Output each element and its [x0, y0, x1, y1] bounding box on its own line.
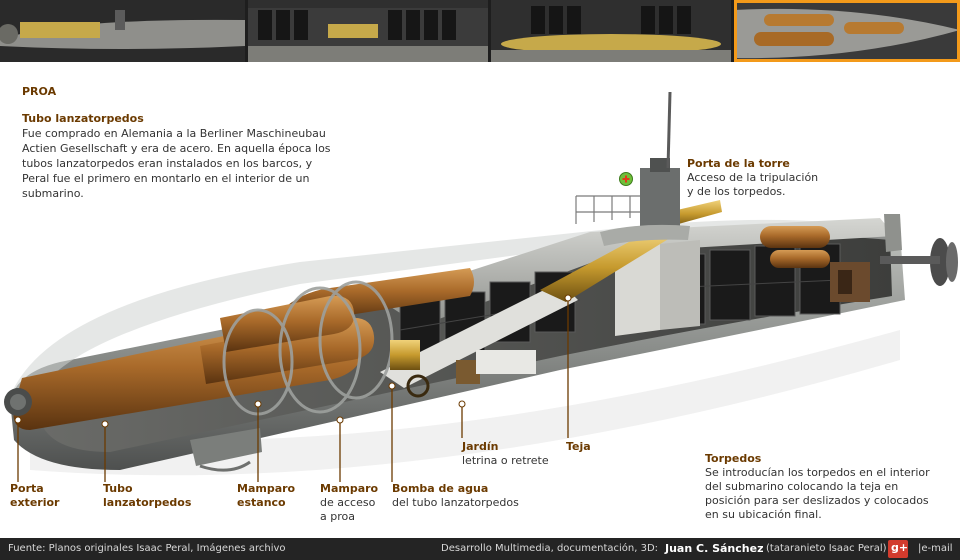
footer-credits: Desarrollo Multimedia, documentación, 3D… [441, 543, 659, 554]
footer-author[interactable]: Juan C. Sánchez [665, 542, 764, 555]
label-line: en su ubicación final. [705, 508, 822, 521]
google-plus-glyph: g+ [891, 541, 909, 554]
label-line: Teja [566, 440, 591, 453]
thumbnail-stern[interactable] [0, 0, 245, 62]
label-line: Acceso de la tripulación [687, 171, 819, 184]
label-line: lanzatorpedos [103, 496, 192, 509]
hotspot-plus-icon[interactable] [619, 171, 633, 186]
footer-author-note: (tataranieto Isaac Peral) [766, 543, 887, 554]
google-plus-icon[interactable]: g+ [888, 540, 908, 558]
label-title: Porta de la torre [687, 157, 790, 170]
thumbnail-center[interactable] [248, 0, 488, 62]
intro-line: Peral fue el primero en montarlo en el i… [22, 172, 310, 185]
thumbnail-battery[interactable] [491, 0, 731, 62]
label-line: estanco [237, 496, 286, 509]
submarine-cutaway-illustration [4, 91, 958, 482]
label-mamparo-acceso: Mamparo de acceso a proa [320, 482, 378, 524]
label-porta-exterior: Porta exterior [10, 482, 59, 510]
label-line: Mamparo [237, 482, 296, 495]
intro-line: Actien Gesellschaft y era de acero. En a… [22, 142, 331, 155]
label-line: Se introducían los torpedos en el interi… [705, 466, 930, 479]
label-bomba-agua: Bomba de agua del tubo lanzatorpedos [392, 482, 519, 510]
intro-heading: Tubo lanzatorpedos [22, 112, 144, 125]
label-line: Mamparo [320, 482, 379, 495]
intro-line: tubos lanzatorpedos eran instalados en l… [22, 157, 313, 170]
label-line: de acceso [320, 496, 376, 509]
label-line: posición para ser deslizados y colocados [705, 494, 929, 507]
label-line: letrina o retrete [462, 454, 549, 467]
label-porta-torre: Porta de la torre Acceso de la tripulaci… [687, 157, 818, 199]
footer-bar: Fuente: Planos originales Isaac Peral, I… [0, 538, 960, 560]
label-line: del tubo lanzatorpedos [392, 496, 519, 509]
label-teja: Teja [566, 440, 591, 454]
label-jardin: Jardín letrina o retrete [462, 440, 549, 468]
intro-text: Fue comprado en Alemania a la Berliner M… [22, 126, 362, 201]
intro-line: submarino. [22, 187, 84, 200]
section-title: PROA [22, 85, 57, 98]
footer-source: Fuente: Planos originales Isaac Peral, I… [8, 543, 286, 554]
label-title: Torpedos [705, 452, 762, 465]
label-line: Jardín [462, 440, 499, 453]
label-line: Bomba de agua [392, 482, 489, 495]
intro-line: Fue comprado en Alemania a la Berliner M… [22, 127, 326, 140]
label-line: y de los torpedos. [687, 185, 786, 198]
label-line: a proa [320, 510, 355, 523]
label-tubo-lanzatorpedos: Tubo lanzatorpedos [103, 482, 191, 510]
thumbnail-strip [0, 0, 960, 62]
label-line: Tubo [103, 482, 133, 495]
label-line: del submarino colocando la teja en [705, 480, 899, 493]
label-line: exterior [10, 496, 60, 509]
thumbnail-bow-active[interactable] [734, 0, 960, 62]
label-torpedos: Torpedos Se introducían los torpedos en … [705, 452, 930, 522]
footer-email-link[interactable]: |e-mail [918, 543, 953, 554]
label-line: Porta [10, 482, 44, 495]
label-mamparo-estanco: Mamparo estanco [237, 482, 295, 510]
